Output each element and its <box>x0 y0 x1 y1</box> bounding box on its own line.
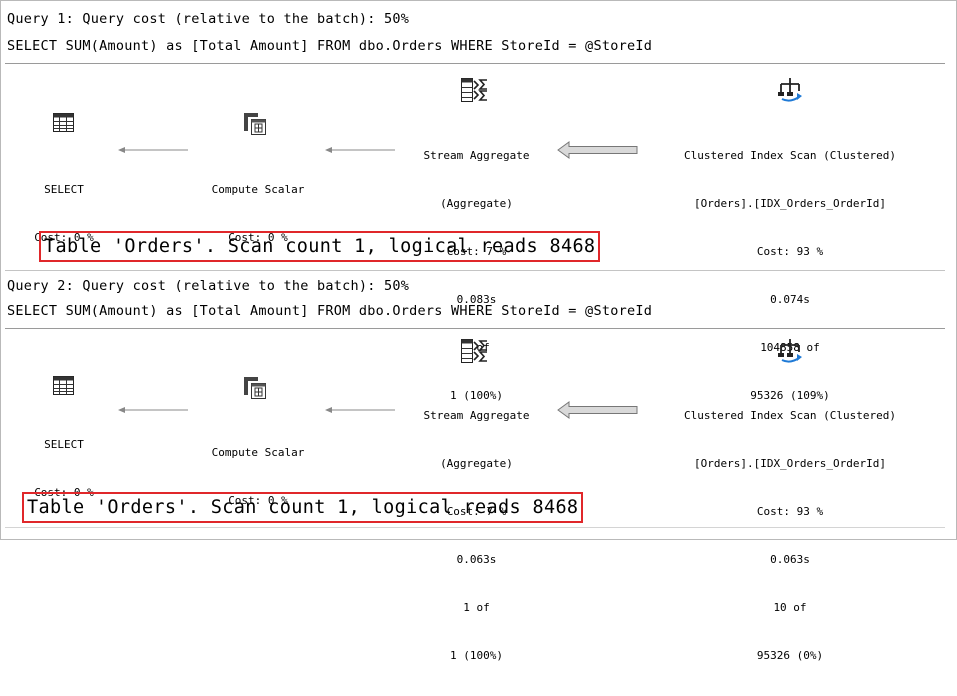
query-2-io-statistics-message: Table 'Orders'. Scan count 1, logical re… <box>22 492 584 523</box>
stream-aggregate-cost: Cost: 7 % <box>446 245 507 258</box>
clustered-index-scan-icon[interactable] <box>777 77 803 107</box>
select-label: SELECT <box>44 438 84 451</box>
thick-flow-arrow-icon <box>557 141 638 159</box>
select-table-icon[interactable] <box>53 376 74 399</box>
compute-scalar-icon[interactable] <box>243 112 267 140</box>
clustered-index-scan-object: [Orders].[IDX_Orders_OrderId] <box>693 197 887 210</box>
clustered-index-scan-estimate: 95326 (0%) <box>756 649 824 662</box>
query-2-header: Query 2: Query cost (relative to the bat… <box>7 278 410 294</box>
clustered-index-scan-cost: Cost: 93 % <box>756 505 824 518</box>
query-1-io-statistics-message: Table 'Orders'. Scan count 1, logical re… <box>39 231 601 262</box>
bottom-divider <box>5 527 945 528</box>
query-1-clustered-index-scan-operator[interactable]: Clustered Index Scan (Clustered) [Orders… <box>640 116 940 436</box>
stream-aggregate-time: 0.063s <box>456 553 497 566</box>
stream-aggregate-icon[interactable] <box>461 339 489 367</box>
select-cost: Cost: 0 % <box>34 231 94 244</box>
query-2-separator <box>5 328 945 329</box>
stream-aggregate-rows: 1 of <box>463 601 490 614</box>
clustered-index-scan-time: 0.063s <box>770 553 810 566</box>
compute-scalar-label: Compute Scalar <box>211 446 305 459</box>
clustered-index-scan-icon[interactable] <box>777 338 803 368</box>
stream-aggregate-label: Stream Aggregate <box>423 149 530 162</box>
query-1-compute-scalar-operator[interactable]: Compute Scalar Cost: 0 % <box>193 150 323 278</box>
flow-arrow-icon <box>325 407 395 413</box>
compute-scalar-cost: Cost: 0 % <box>228 231 288 244</box>
query-divider <box>5 270 945 271</box>
stream-aggregate-subtype: (Aggregate) <box>440 457 513 470</box>
clustered-index-scan-estimate: 95326 (109%) <box>750 389 830 402</box>
flow-arrow-icon <box>325 147 395 153</box>
stream-aggregate-time: 0.083s <box>456 293 497 306</box>
stream-aggregate-icon[interactable] <box>461 78 489 106</box>
select-table-icon[interactable] <box>53 113 74 136</box>
flow-arrow-icon <box>118 147 188 153</box>
query-2-compute-scalar-operator[interactable]: Compute Scalar Cost: 0 % <box>193 413 323 541</box>
thick-flow-arrow-icon <box>557 401 638 419</box>
query-1-sql: SELECT SUM(Amount) as [Total Amount] FRO… <box>7 38 653 54</box>
stream-aggregate-subtype: (Aggregate) <box>440 197 513 210</box>
stream-aggregate-cost: Cost: 7 % <box>446 505 507 518</box>
query-2-stream-aggregate-operator[interactable]: Stream Aggregate (Aggregate) Cost: 7 % 0… <box>398 376 555 696</box>
query-1-select-operator[interactable]: SELECT Cost: 0 % <box>14 150 114 278</box>
clustered-index-scan-object: [Orders].[IDX_Orders_OrderId] <box>693 457 887 470</box>
clustered-index-scan-cost: Cost: 93 % <box>756 245 824 258</box>
stream-aggregate-label: Stream Aggregate <box>423 409 530 422</box>
stream-aggregate-estimate: 1 (100%) <box>450 649 503 662</box>
compute-scalar-cost: Cost: 0 % <box>228 494 288 507</box>
query-2-sql: SELECT SUM(Amount) as [Total Amount] FRO… <box>7 303 653 319</box>
query-1-separator <box>5 63 945 64</box>
query-1-header: Query 1: Query cost (relative to the bat… <box>7 11 410 27</box>
clustered-index-scan-time: 0.074s <box>770 293 810 306</box>
select-label: SELECT <box>44 183 84 196</box>
clustered-index-scan-label: Clustered Index Scan (Clustered) <box>684 149 896 162</box>
compute-scalar-icon[interactable] <box>243 376 267 404</box>
query-2-clustered-index-scan-operator[interactable]: Clustered Index Scan (Clustered) [Orders… <box>640 376 940 696</box>
stream-aggregate-estimate: 1 (100%) <box>450 389 503 402</box>
clustered-index-scan-label: Clustered Index Scan (Clustered) <box>684 409 896 422</box>
clustered-index-scan-rows: 10 of <box>773 601 807 614</box>
query-1-stream-aggregate-operator[interactable]: Stream Aggregate (Aggregate) Cost: 7 % 0… <box>398 116 555 436</box>
flow-arrow-icon <box>118 407 188 413</box>
compute-scalar-label: Compute Scalar <box>211 183 305 196</box>
